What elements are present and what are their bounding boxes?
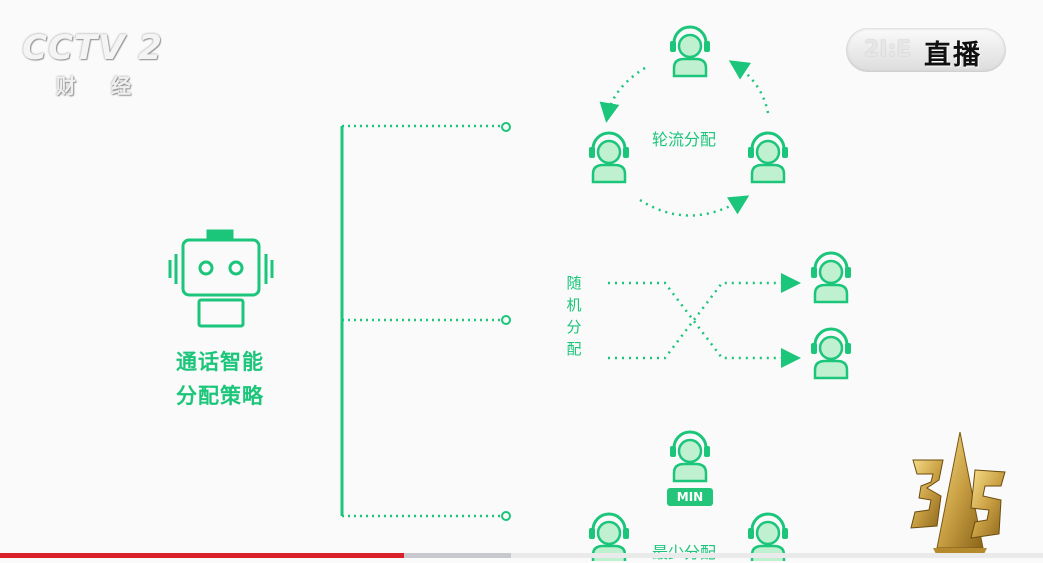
random-label-char: 机: [566, 296, 582, 314]
agent-headset-icon: [668, 430, 712, 483]
agent-headset-icon: [809, 251, 853, 304]
agent-headset-icon: [746, 131, 790, 184]
min-badge: MIN: [667, 488, 713, 506]
random-label-char: 配: [566, 340, 582, 358]
agent-headset-icon: [668, 25, 712, 78]
random-label-char: 随: [566, 274, 582, 292]
round-robin-cycle: [587, 25, 790, 217]
channel-logo-text: CCTV 2: [22, 28, 163, 68]
branch-connector: [340, 122, 511, 521]
live-badge: 2I:E 直播: [846, 28, 1006, 72]
least-assignment-label: 最少分配: [652, 539, 716, 563]
strategy-title-line1: 通话智能: [176, 350, 264, 374]
video-played-bar: [0, 553, 404, 558]
live-badge-text: 直播: [924, 40, 982, 71]
random-label: 随 机 分 配: [565, 272, 583, 360]
strategy-title-line2: 分配策略: [176, 384, 264, 408]
agent-headset-icon: [587, 131, 631, 184]
random-crossing: [608, 251, 853, 380]
agent-headset-icon: [809, 327, 853, 380]
channel-name: 财 经: [56, 74, 145, 98]
video-progress-bar[interactable]: [0, 553, 1043, 558]
channel-logo: CCTV 2 财 经: [22, 28, 172, 98]
robot-icon: [168, 229, 274, 328]
random-label-char: 分: [566, 318, 582, 336]
live-badge-ghost-text: 2I:E: [864, 37, 912, 62]
trophy-315-icon: [910, 431, 1006, 556]
round-robin-label: 轮流分配: [652, 130, 717, 149]
